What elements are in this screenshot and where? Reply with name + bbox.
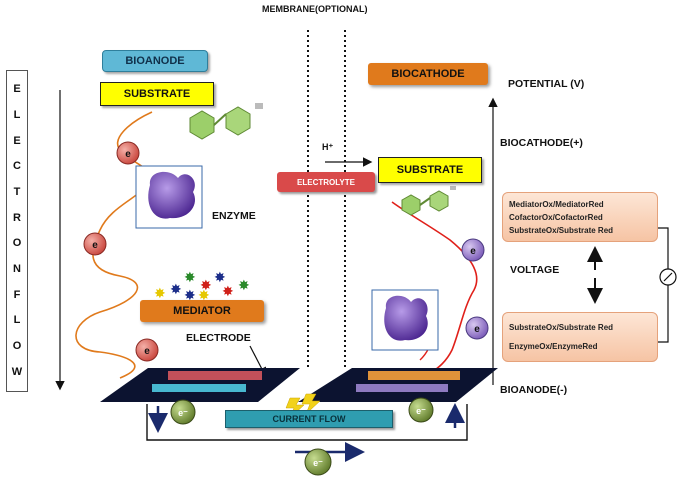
electron-left-2: e (83, 232, 107, 256)
electron-flow-letter: N (13, 262, 21, 275)
electron-flow-letter: E (13, 83, 21, 96)
electron-flow-letter: W (11, 365, 23, 378)
electron-label: e⁻ (416, 406, 426, 416)
electron-label: e (125, 149, 131, 160)
substrate-right-box: SUBSTRATE (378, 157, 482, 183)
electron-flow-letter: T (13, 185, 21, 198)
enzyme-image-left (135, 165, 203, 229)
svg-text:✸: ✸ (238, 278, 250, 294)
electron-flow-letter: L (13, 314, 21, 327)
cathode-redox-line: CofactorOx/CofactorRed (509, 213, 603, 222)
svg-text:✸: ✸ (154, 286, 166, 302)
svg-text:✸: ✸ (214, 270, 226, 286)
biocathode-label-box: BIOCATHODE (368, 63, 488, 85)
anode-redox-line: SubstrateOx/Substrate Red (509, 323, 614, 332)
cathode-strip-top (368, 371, 460, 380)
electron-flow-letter: F (13, 288, 21, 301)
cathode-strip-bottom (356, 384, 448, 392)
electron-green-right: e⁻ (408, 397, 434, 423)
electron-flow-letter: O (12, 339, 22, 352)
electron-left-3: e (135, 338, 159, 362)
electron-flow-letter: O (12, 237, 22, 250)
enzyme-label: ENZYME (212, 210, 256, 222)
cathode-electron-path (391, 201, 478, 373)
electron-label: e (470, 246, 476, 257)
anode-redox-box: SubstrateOx/Substrate Red EnzymeOx/Enzym… (502, 312, 658, 362)
enzyme-image-right (371, 289, 439, 351)
electron-green-left: e⁻ (170, 399, 196, 425)
electron-left-1: e (116, 141, 140, 165)
electron-green-bottom: e⁻ (304, 448, 332, 476)
cathode-redox-box: MediatorOx/MediatorRed CofactorOx/Cofact… (502, 192, 658, 242)
circuit-wire (146, 404, 468, 441)
electron-label: e (92, 240, 98, 251)
potential-label: POTENTIAL (V) (508, 78, 585, 90)
cathode-redox-line: MediatorOx/MediatorRed (509, 200, 604, 209)
electron-right-2: e (465, 316, 489, 340)
svg-text:✸: ✸ (170, 282, 182, 298)
bioanode-label-box: BIOANODE (102, 50, 208, 72)
biocathode-plus-label: BIOCATHODE(+) (500, 137, 583, 149)
voltage-label: VOLTAGE (510, 264, 560, 276)
voltmeter-icon (659, 268, 677, 286)
anode-strip-top (168, 371, 262, 380)
membrane-label: MEMBRANE(OPTIONAL) (262, 4, 368, 14)
electron-right-1: e (461, 238, 485, 262)
electron-label: e⁻ (313, 458, 323, 468)
svg-text:✸: ✸ (200, 278, 212, 294)
svg-text:✸: ✸ (184, 270, 196, 286)
electron-flow-letter: E (13, 134, 21, 147)
electron-label: e (474, 324, 480, 335)
svg-text:✸: ✸ (222, 284, 234, 300)
electron-flow-letter: L (13, 108, 21, 121)
electron-flow-letter: C (13, 160, 21, 173)
electrode-label: ELECTRODE (186, 332, 251, 344)
substrate-molecule-left (189, 103, 263, 140)
current-flow-box: CURRENT FLOW (225, 410, 393, 428)
anode-strip-bottom (152, 384, 246, 392)
mediator-box: MEDIATOR (140, 300, 264, 322)
electron-flow-label: E L E C T R O N F L O W (6, 70, 28, 392)
electron-label: e⁻ (178, 408, 188, 418)
mediator-stars: ✸ ✸ ✸ ✸ ✸ ✸ ✸ ✸ ✸ (154, 270, 250, 304)
cathode-redox-line: SubstrateOx/Substrate Red (509, 226, 614, 235)
substrate-left-box: SUBSTRATE (100, 82, 214, 106)
electron-label: e (144, 346, 150, 357)
substrate-molecule-right (401, 186, 456, 216)
electrolyte-box: ELECTROLYTE (277, 172, 375, 192)
h-plus-label: H⁺ (322, 142, 334, 152)
anode-redox-line: EnzymeOx/EnzymeRed (509, 342, 598, 351)
electron-flow-letter: R (13, 211, 21, 224)
bioanode-minus-label: BIOANODE(-) (500, 384, 568, 396)
